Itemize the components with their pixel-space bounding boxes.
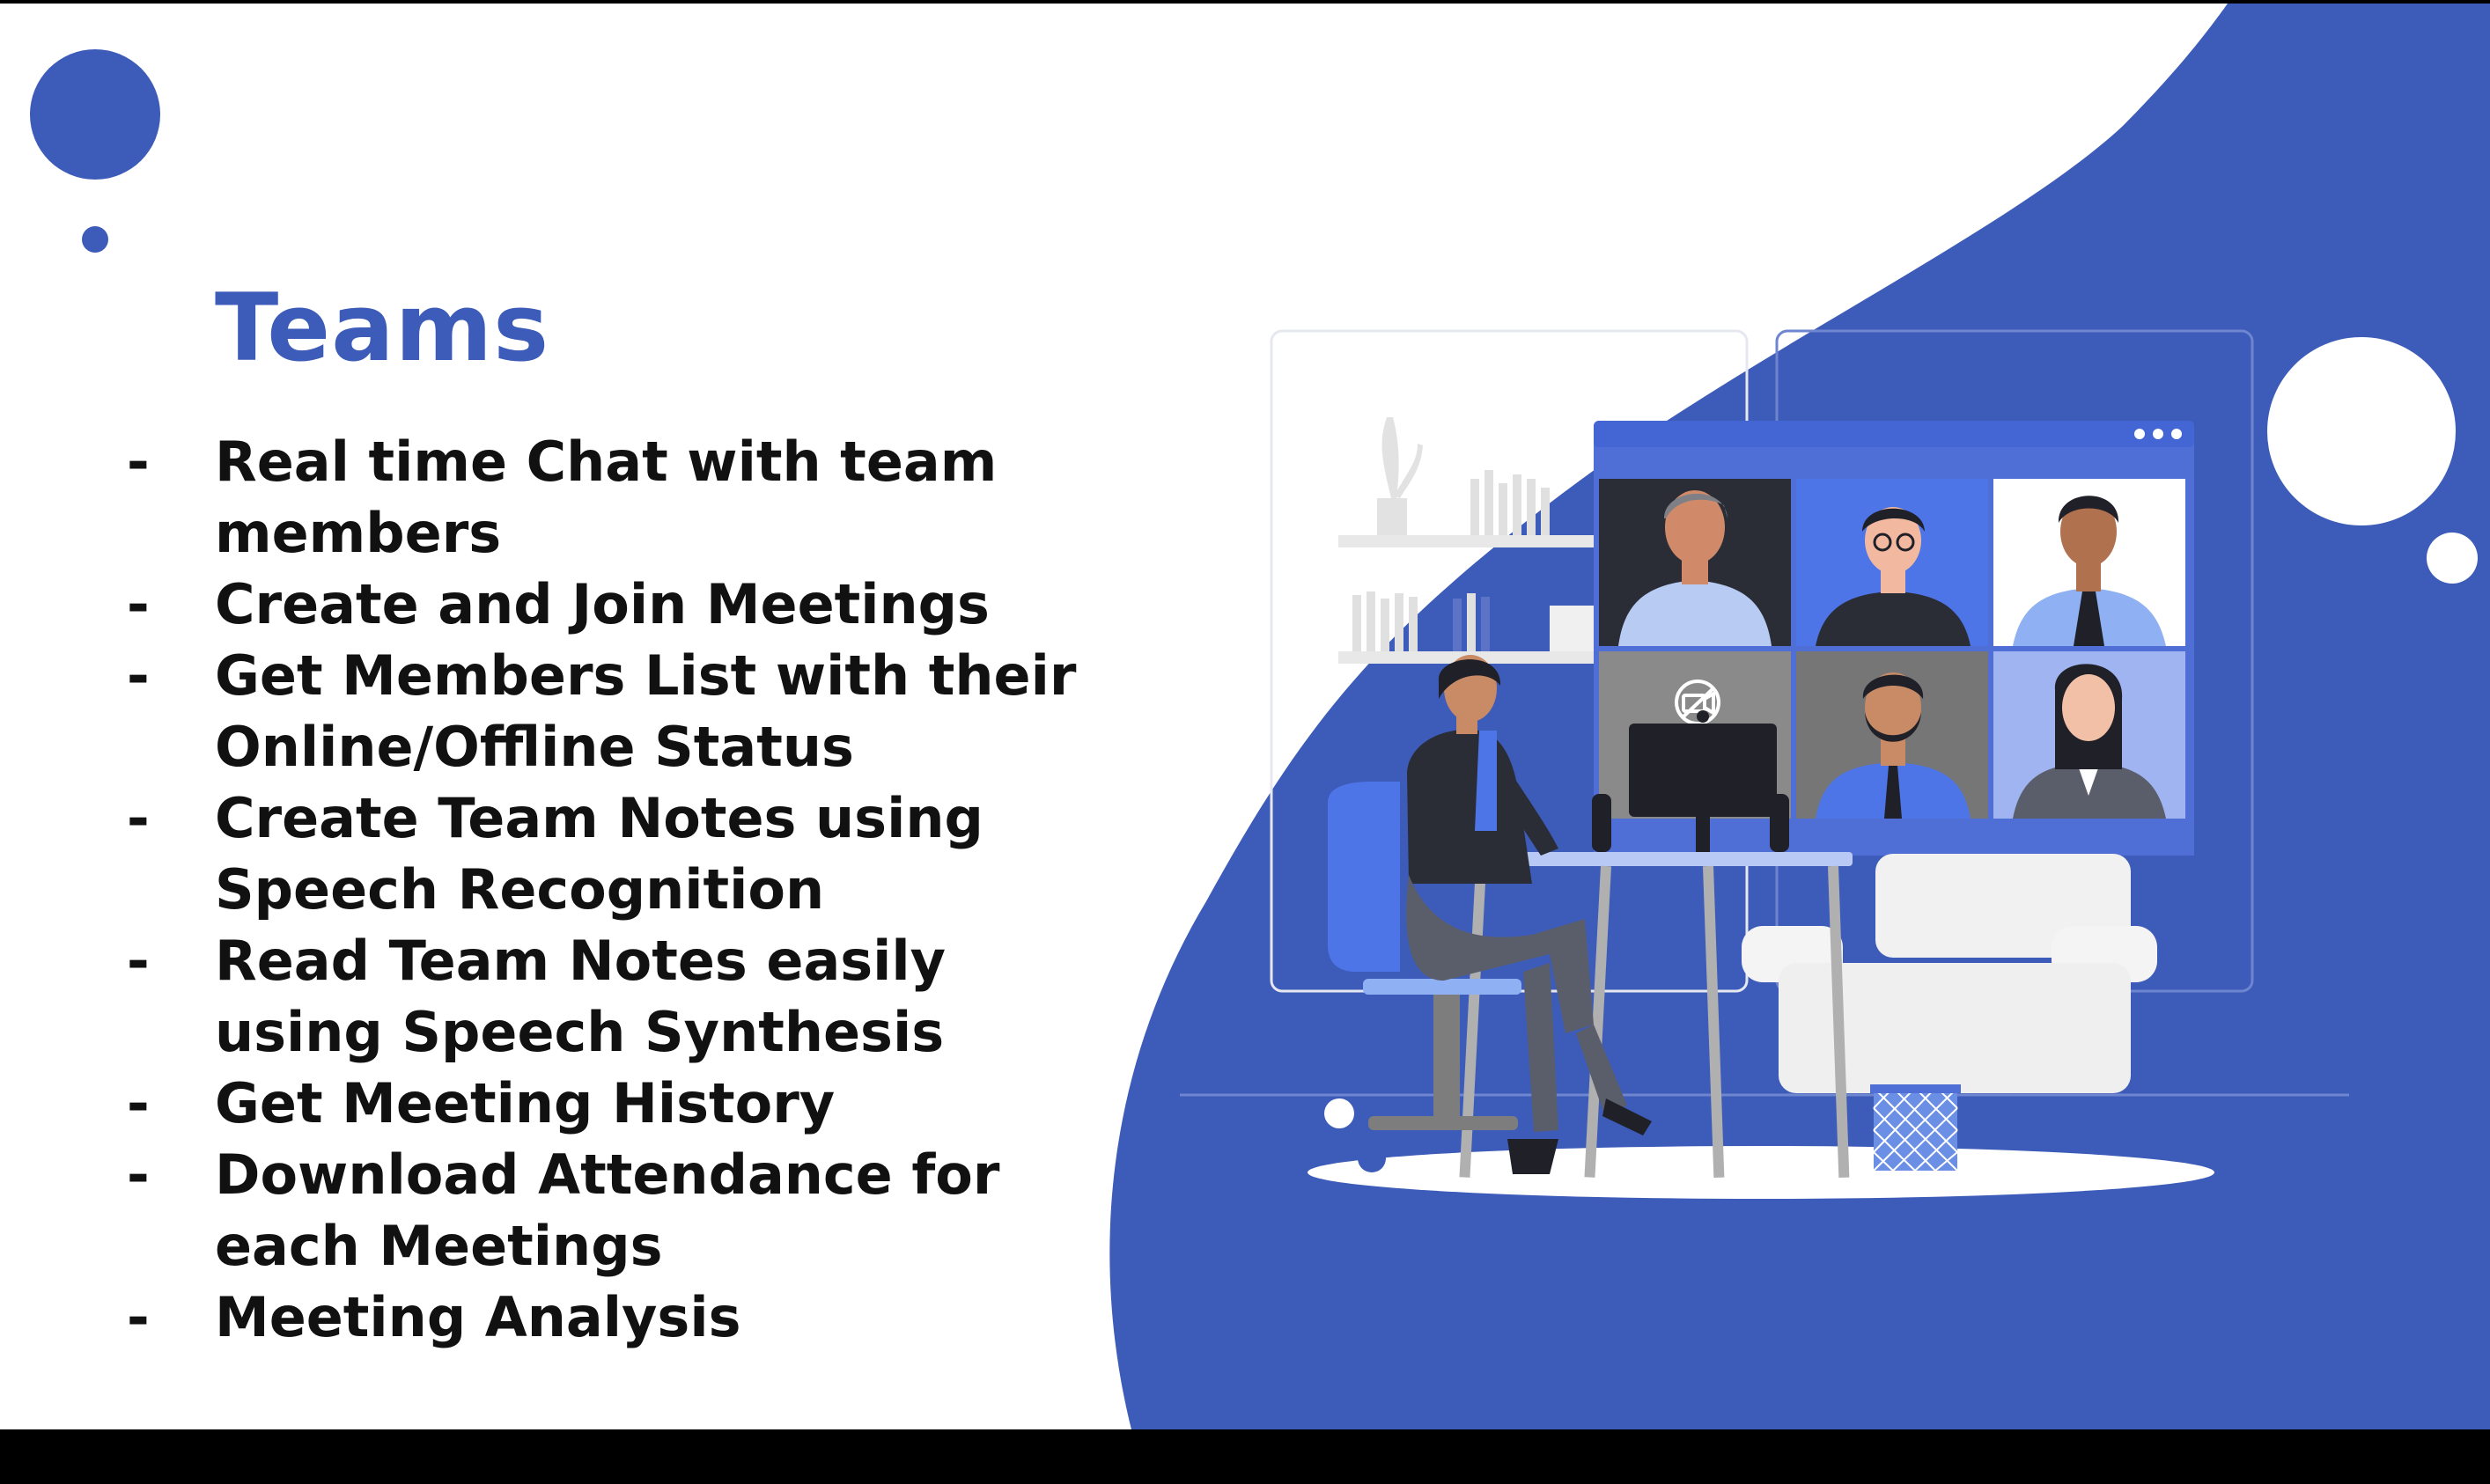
video-conference-illustration — [30, 4, 2490, 1429]
feature-list: - Real time Chat with team members - Creat… — [127, 426, 1131, 1353]
feature-text: Meeting Analysis — [215, 1285, 741, 1349]
list-item: - Read Team Notes easily using Speech Syn… — [127, 925, 1131, 1068]
list-item: - Meeting Analysis — [127, 1282, 1131, 1353]
feature-text: Read Team Notes easily using Speech Synt… — [215, 929, 947, 1064]
participant-avatar — [2013, 664, 2166, 819]
feature-text: Get Meeting History — [215, 1071, 836, 1135]
feature-text: Download Attendance for each Meetings — [215, 1142, 1000, 1278]
participant-avatar — [1816, 672, 1971, 819]
window-menu-dots-icon — [2134, 429, 2182, 439]
list-item: - Real time Chat with team members — [127, 426, 1131, 569]
feature-text: Create Team Notes using Speech Recogniti… — [215, 786, 983, 922]
feature-text: Real time Chat with team members — [215, 430, 998, 565]
feature-text: Get Members List with their Online/Offli… — [215, 643, 1077, 779]
list-item: - Create Team Notes using Speech Recognit… — [127, 782, 1131, 925]
bullet-marker: - — [127, 1071, 150, 1135]
bullet-marker: - — [127, 643, 150, 708]
list-item: -Download Attendance for each Meetings — [127, 1139, 1131, 1282]
office-chair-icon — [1328, 782, 1521, 1130]
books-icon — [1352, 470, 1594, 651]
bullet-marker: - — [127, 572, 150, 636]
bullet-marker: - — [127, 929, 150, 993]
deco-dot — [1358, 1144, 1386, 1172]
plant-icon — [1377, 417, 1423, 535]
shelf — [1338, 535, 1594, 547]
seated-woman — [1406, 655, 1652, 1174]
list-item: -Get Members List with their Online/Offl… — [127, 640, 1131, 782]
floor-rug — [1308, 1146, 2214, 1199]
deco-circle-white-small — [2427, 533, 2478, 584]
participant-avatar — [2013, 496, 2166, 646]
monitor-icon — [1592, 710, 1789, 852]
bullet-marker: - — [127, 1285, 150, 1349]
video-off-icon — [1680, 687, 1715, 720]
presentation-slide: Teams - Real time Chat with team members … — [0, 4, 2490, 1429]
window-titlebar — [1594, 421, 2194, 447]
participant-avatar — [1618, 490, 1772, 646]
deco-circle-large — [30, 49, 160, 180]
bullet-marker: - — [127, 1142, 150, 1207]
deco-circle-small — [82, 226, 108, 253]
bullet-marker: - — [127, 786, 150, 850]
list-item: - Get Meeting History — [127, 1068, 1131, 1139]
armchair-icon — [1742, 854, 2157, 1093]
feature-text: Create and Join Meetings — [215, 572, 990, 636]
participant-avatar — [1816, 507, 1971, 646]
list-item: - Create and Join Meetings — [127, 569, 1131, 640]
bullet-marker: - — [127, 430, 150, 494]
waste-basket-icon — [1870, 1084, 1961, 1172]
deco-dot — [1324, 1098, 1354, 1128]
page-title: Teams — [215, 274, 550, 382]
deco-circle-white-large — [2267, 337, 2456, 525]
